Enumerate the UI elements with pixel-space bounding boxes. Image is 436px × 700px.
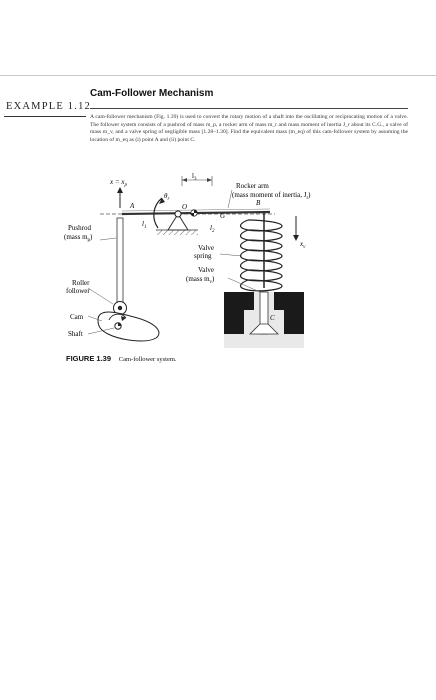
l1-label: l1 — [142, 220, 146, 230]
valve-housing-right — [274, 292, 304, 310]
example-label: EXAMPLE 1.12 — [6, 101, 91, 112]
theta-arc — [153, 197, 163, 229]
cam — [97, 311, 160, 342]
valve-head-left — [224, 310, 244, 334]
pivot-ground — [156, 230, 198, 235]
xv-label: xv — [299, 240, 306, 250]
valve-head — [249, 323, 279, 335]
figure-caption: FIGURE 1.39 Cam-follower system. — [66, 354, 177, 363]
rocker-inertia-label: (mass moment of inertia, Jr) — [232, 191, 311, 201]
rocker-arm-label: Rocker arm — [236, 182, 269, 190]
figure-title: Cam-follower system. — [118, 356, 177, 363]
cam-label: Cam — [70, 313, 84, 321]
roller-label-1: Roller — [72, 279, 90, 287]
valve-label: Valve — [198, 266, 214, 274]
valve-spring-label-2: spring — [194, 252, 212, 260]
example-title: Cam-Follower Mechanism — [90, 88, 214, 99]
example-label-rule — [4, 116, 86, 117]
xp-label: x = xp — [109, 178, 127, 188]
pushrod-label: Pushrod — [68, 224, 91, 232]
cam-follower-diagram: l3 O θr G l2 l1 A x = xp — [64, 172, 311, 348]
theta-label: θr — [164, 192, 169, 202]
valve-head-right — [284, 310, 304, 334]
label-A: A — [129, 202, 135, 210]
pushrod-mass-label: (mass mp) — [64, 233, 93, 243]
roller-label-2: follower — [66, 287, 90, 295]
example-paragraph: A cam-follower mechanism (Fig. 1.39) is … — [90, 114, 408, 143]
label-O: O — [182, 203, 187, 211]
pivot-point — [174, 210, 182, 218]
page-top-rule — [0, 75, 436, 76]
example-title-rule — [90, 108, 408, 109]
label-B: B — [256, 199, 261, 207]
figure-number: FIGURE 1.39 — [66, 354, 112, 363]
cam-follower-figure: l3 O θr G l2 l1 A x = xp — [60, 168, 410, 348]
shaft-label: Shaft — [68, 330, 83, 338]
label-G: G — [220, 212, 225, 220]
valve-mass-label: (mass mv) — [186, 275, 215, 285]
l2-label: l2 — [210, 224, 215, 234]
valve-spring — [239, 212, 283, 292]
valve-spring-label-1: Valve — [198, 244, 214, 252]
label-C: C — [270, 314, 275, 322]
pushrod — [116, 217, 124, 305]
l3-label: l3 — [192, 172, 197, 182]
valve-housing-left — [224, 292, 254, 310]
